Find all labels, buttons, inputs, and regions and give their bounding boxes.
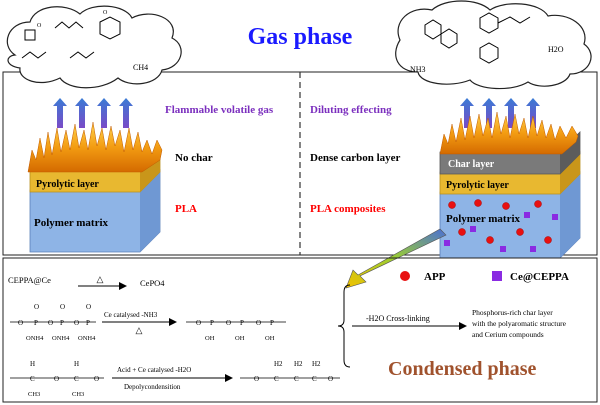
r3-condition-top: Acid + Ce catalysed -H2O bbox=[117, 366, 191, 374]
result-line-3: and Cerium compounds bbox=[472, 330, 544, 339]
r3p-c-2: C bbox=[294, 375, 299, 383]
r2-reactant-structure: O P O P O P O O O ONH4 ONH4 ONH4 bbox=[10, 303, 96, 342]
r3-product-structure: O C C C O H2 H2 H2 bbox=[240, 360, 340, 383]
r2-condition: Ce catalysed -NH3 bbox=[104, 311, 158, 319]
r2-o-top-1: O bbox=[34, 303, 39, 311]
left-matrix-label: Polymer matrix bbox=[34, 217, 109, 229]
left-gas-label: Flammable volatile gas bbox=[165, 104, 274, 116]
r2-onh4-3: ONH4 bbox=[78, 335, 96, 342]
r1-heat: △ bbox=[97, 274, 104, 284]
condensed-phase-frame bbox=[2, 257, 598, 403]
right-gas-cloud: NH3 H2O bbox=[395, 0, 592, 90]
r2-onh4-1: ONH4 bbox=[26, 335, 44, 342]
left-char-label: No char bbox=[175, 152, 213, 164]
r2p-oh-2: OH bbox=[235, 335, 245, 342]
r2-heat: △ bbox=[136, 325, 143, 335]
left-cloud-o: O bbox=[37, 23, 42, 29]
r2-p-3: P bbox=[86, 319, 90, 327]
r3p-h2-3: H2 bbox=[312, 360, 321, 368]
legend-ce-ceppa-marker bbox=[492, 271, 502, 281]
legend: APP Ce@CEPPA bbox=[400, 271, 569, 283]
r2-o-3: O bbox=[74, 319, 79, 327]
left-pyrolytic-label: Pyrolytic layer bbox=[36, 179, 99, 190]
right-gas-arrows bbox=[460, 98, 540, 128]
r3p-h2-1: H2 bbox=[274, 360, 283, 368]
r3p-o-2: O bbox=[328, 375, 333, 383]
r2-o-top-3: O bbox=[86, 303, 91, 311]
r2-p-2: P bbox=[60, 319, 64, 327]
right-pyrolytic-label: Pyrolytic layer bbox=[446, 180, 509, 191]
r3-h-1: H bbox=[30, 360, 35, 368]
left-cloud-o2: O bbox=[103, 10, 108, 16]
left-material-label: PLA bbox=[175, 203, 197, 215]
r2p-o-1: O bbox=[196, 319, 201, 327]
right-char-text: Dense carbon layer bbox=[310, 152, 401, 164]
left-cloud-ch4: CH4 bbox=[133, 63, 148, 72]
merge-brace bbox=[337, 284, 351, 368]
r3p-h2-2: H2 bbox=[294, 360, 303, 368]
left-gas-cloud: O O CH4 bbox=[6, 5, 182, 89]
legend-app-label: APP bbox=[424, 271, 446, 283]
legend-app-marker bbox=[400, 271, 410, 281]
right-material-block: Char layer Pyrolytic layer Polymer matri… bbox=[439, 111, 581, 259]
right-cloud-h2o: H2O bbox=[548, 45, 564, 54]
r2-onh4-2: ONH4 bbox=[52, 335, 70, 342]
r3p-c-1: C bbox=[274, 375, 279, 383]
left-gas-arrows bbox=[53, 98, 133, 128]
r2-o-2: O bbox=[48, 319, 53, 327]
r2p-oh-1: OH bbox=[205, 335, 215, 342]
right-char-label: Char layer bbox=[448, 159, 495, 170]
r3-condition-bottom: Depolycondensition bbox=[124, 383, 181, 391]
r3p-o-1: O bbox=[254, 375, 259, 383]
r2-product-structure: O P O P O P OH OH OH bbox=[186, 319, 286, 342]
r2p-p-1: P bbox=[210, 319, 214, 327]
r2-p-1: P bbox=[34, 319, 38, 327]
right-cloud-nh3: NH3 bbox=[410, 65, 426, 74]
left-material-block: Pyrolytic layer Polymer matrix bbox=[27, 121, 163, 253]
result-line-1: Phosphorus-rich char layer bbox=[472, 308, 553, 317]
r2p-o-3: O bbox=[256, 319, 261, 327]
r3-o-1: O bbox=[54, 375, 59, 383]
r2-o-1: O bbox=[18, 319, 23, 327]
r3-ch3-1: CH3 bbox=[28, 391, 40, 398]
r2-o-top-2: O bbox=[60, 303, 65, 311]
r3-o-2: O bbox=[94, 375, 99, 383]
r3-h-2: H bbox=[74, 360, 79, 368]
merge-condition: -H2O Cross-linking bbox=[366, 314, 430, 323]
r1-reactant: CEPPA@Ce bbox=[8, 275, 51, 285]
gas-phase-title: Gas phase bbox=[248, 24, 353, 50]
right-matrix-label: Polymer matrix bbox=[446, 213, 521, 225]
r2p-p-2: P bbox=[240, 319, 244, 327]
r2p-oh-3: OH bbox=[265, 335, 275, 342]
right-gas-label: Diluting effecting bbox=[310, 104, 392, 116]
legend-ce-ceppa-label: Ce@CEPPA bbox=[510, 271, 569, 283]
r2p-p-3: P bbox=[270, 319, 274, 327]
r3-c-2: C bbox=[74, 375, 79, 383]
r3-c-1: C bbox=[30, 375, 35, 383]
r1-product: CePO4 bbox=[140, 278, 165, 288]
r3-reactant-structure: C O C O H H CH3 CH3 bbox=[10, 360, 104, 398]
r3-ch3-2: CH3 bbox=[72, 391, 84, 398]
r2p-o-2: O bbox=[226, 319, 231, 327]
result-line-2: with the polyaromatic structure bbox=[472, 319, 567, 328]
condensed-phase-title: Condensed phase bbox=[388, 358, 537, 380]
r3p-c-3: C bbox=[312, 375, 317, 383]
right-material-label: PLA composites bbox=[310, 203, 386, 215]
